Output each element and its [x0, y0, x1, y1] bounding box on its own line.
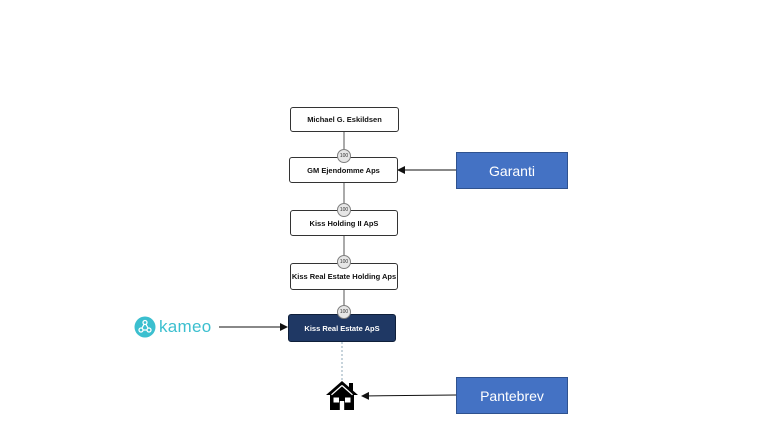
entity-label: GM Ejendomme Aps [307, 165, 380, 175]
ownership-value: 100 [339, 207, 349, 213]
ownership-value: 100 [339, 309, 349, 315]
garanti-label: Garanti [489, 162, 535, 179]
entity-label: Kiss Real Estate ApS [304, 323, 380, 333]
garanti-box: Garanti [456, 152, 568, 189]
entity-label: Kiss Holding II ApS [309, 218, 379, 228]
entity-label: Michael G. Eskildsen [307, 115, 382, 124]
kameo-logo-text: kameo [159, 317, 212, 336]
ownership-badge-gm-kiss-holding-ii: 100 [337, 203, 351, 217]
house-icon [326, 381, 358, 410]
ownership-badge-kiss-re-holding-kiss-re: 100 [337, 305, 351, 319]
ownership-badge-owner-gm: 100 [337, 149, 351, 163]
kameo-logo: kameo [134, 316, 212, 338]
pantebrev-box: Pantebrev [456, 377, 568, 414]
pantebrev-label: Pantebrev [480, 387, 544, 404]
ownership-value: 100 [339, 259, 349, 265]
ownership-badge-kiss-holding-ii-kiss-re-holding: 100 [337, 255, 351, 269]
ownership-value: 100 [339, 153, 349, 159]
arrow-pantebrev-to-property [361, 391, 457, 400]
entity-michael-g-eskildsen: Michael G. Eskildsen [290, 107, 399, 132]
kameo-logo-icon [134, 316, 156, 338]
entity-label: Kiss Real Estate Holding Aps [291, 272, 397, 281]
